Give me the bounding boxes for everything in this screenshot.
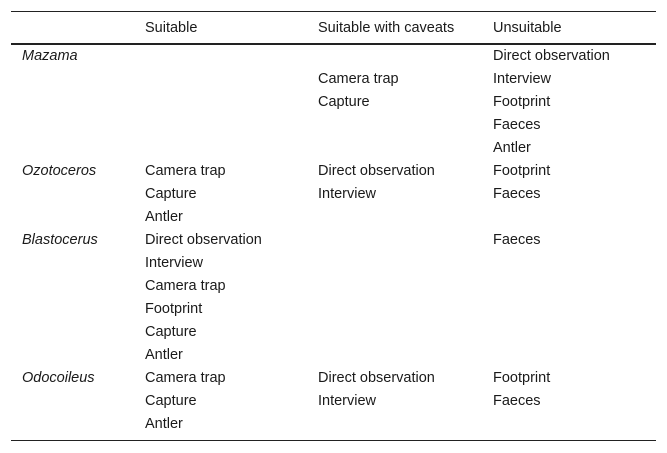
ozotoceros-unsuitable: Footprint Faeces bbox=[493, 160, 550, 206]
list-item: Antler bbox=[493, 140, 531, 156]
list-item: Camera trap bbox=[145, 370, 226, 386]
list-item: Interview bbox=[145, 255, 204, 271]
list-item: Faeces bbox=[493, 186, 541, 202]
odocoileus-caveats: Direct observation Interview bbox=[318, 367, 435, 413]
species-mazama: Mazama bbox=[22, 48, 78, 64]
list-item: Capture bbox=[318, 94, 370, 110]
species-ozotoceros: Ozotoceros bbox=[22, 163, 97, 179]
list-item: Faeces bbox=[493, 393, 541, 409]
odocoileus-unsuitable: Footprint Faeces bbox=[493, 367, 550, 413]
mazama-unsuitable: Direct observation Interview Footprint F… bbox=[493, 45, 610, 160]
ozotoceros-suitable: Camera trap Capture Antler bbox=[145, 160, 226, 229]
list-item: Antler bbox=[145, 209, 183, 225]
blastocerus-unsuitable: Faeces bbox=[493, 229, 541, 252]
list-item: Footprint bbox=[493, 94, 551, 110]
list-item: Antler bbox=[145, 347, 183, 363]
list-item: Camera trap bbox=[145, 163, 226, 179]
list-item: Capture bbox=[145, 393, 197, 409]
list-item: Footprint bbox=[493, 370, 551, 386]
odocoileus-suitable: Camera trap Capture Antler bbox=[145, 367, 226, 436]
list-item: Camera trap bbox=[318, 71, 399, 87]
blastocerus-suitable: Direct observation Interview Camera trap… bbox=[145, 229, 262, 367]
list-item: Footprint bbox=[145, 301, 203, 317]
list-item: Interview bbox=[493, 71, 552, 87]
list-item: Direct observation bbox=[145, 232, 262, 248]
list-item: Faeces bbox=[493, 117, 541, 133]
species-blastocerus: Blastocerus bbox=[22, 232, 98, 248]
header-suitable: Suitable bbox=[145, 20, 198, 36]
list-item: Direct observation bbox=[493, 48, 610, 64]
ozotoceros-caveats: Direct observation Interview bbox=[318, 160, 435, 206]
list-item: Camera trap bbox=[145, 278, 226, 294]
list-item: Footprint bbox=[493, 163, 551, 179]
species-odocoileus: Odocoileus bbox=[22, 370, 95, 386]
list-item: Capture bbox=[145, 186, 197, 202]
list-item: Direct observation bbox=[318, 370, 435, 386]
table-header-rule bbox=[11, 43, 656, 45]
header-unsuitable: Unsuitable bbox=[493, 20, 562, 36]
list-item: Interview bbox=[318, 186, 377, 202]
mazama-caveats: Camera trap Capture bbox=[318, 68, 399, 114]
list-item: Faeces bbox=[493, 232, 541, 248]
table-bottom-rule bbox=[11, 440, 656, 441]
header-suitable-with-caveats: Suitable with caveats bbox=[318, 20, 455, 36]
table-top-rule bbox=[11, 11, 656, 12]
list-item: Interview bbox=[318, 393, 377, 409]
list-item: Capture bbox=[145, 324, 197, 340]
list-item: Direct observation bbox=[318, 163, 435, 179]
list-item: Antler bbox=[145, 416, 183, 432]
